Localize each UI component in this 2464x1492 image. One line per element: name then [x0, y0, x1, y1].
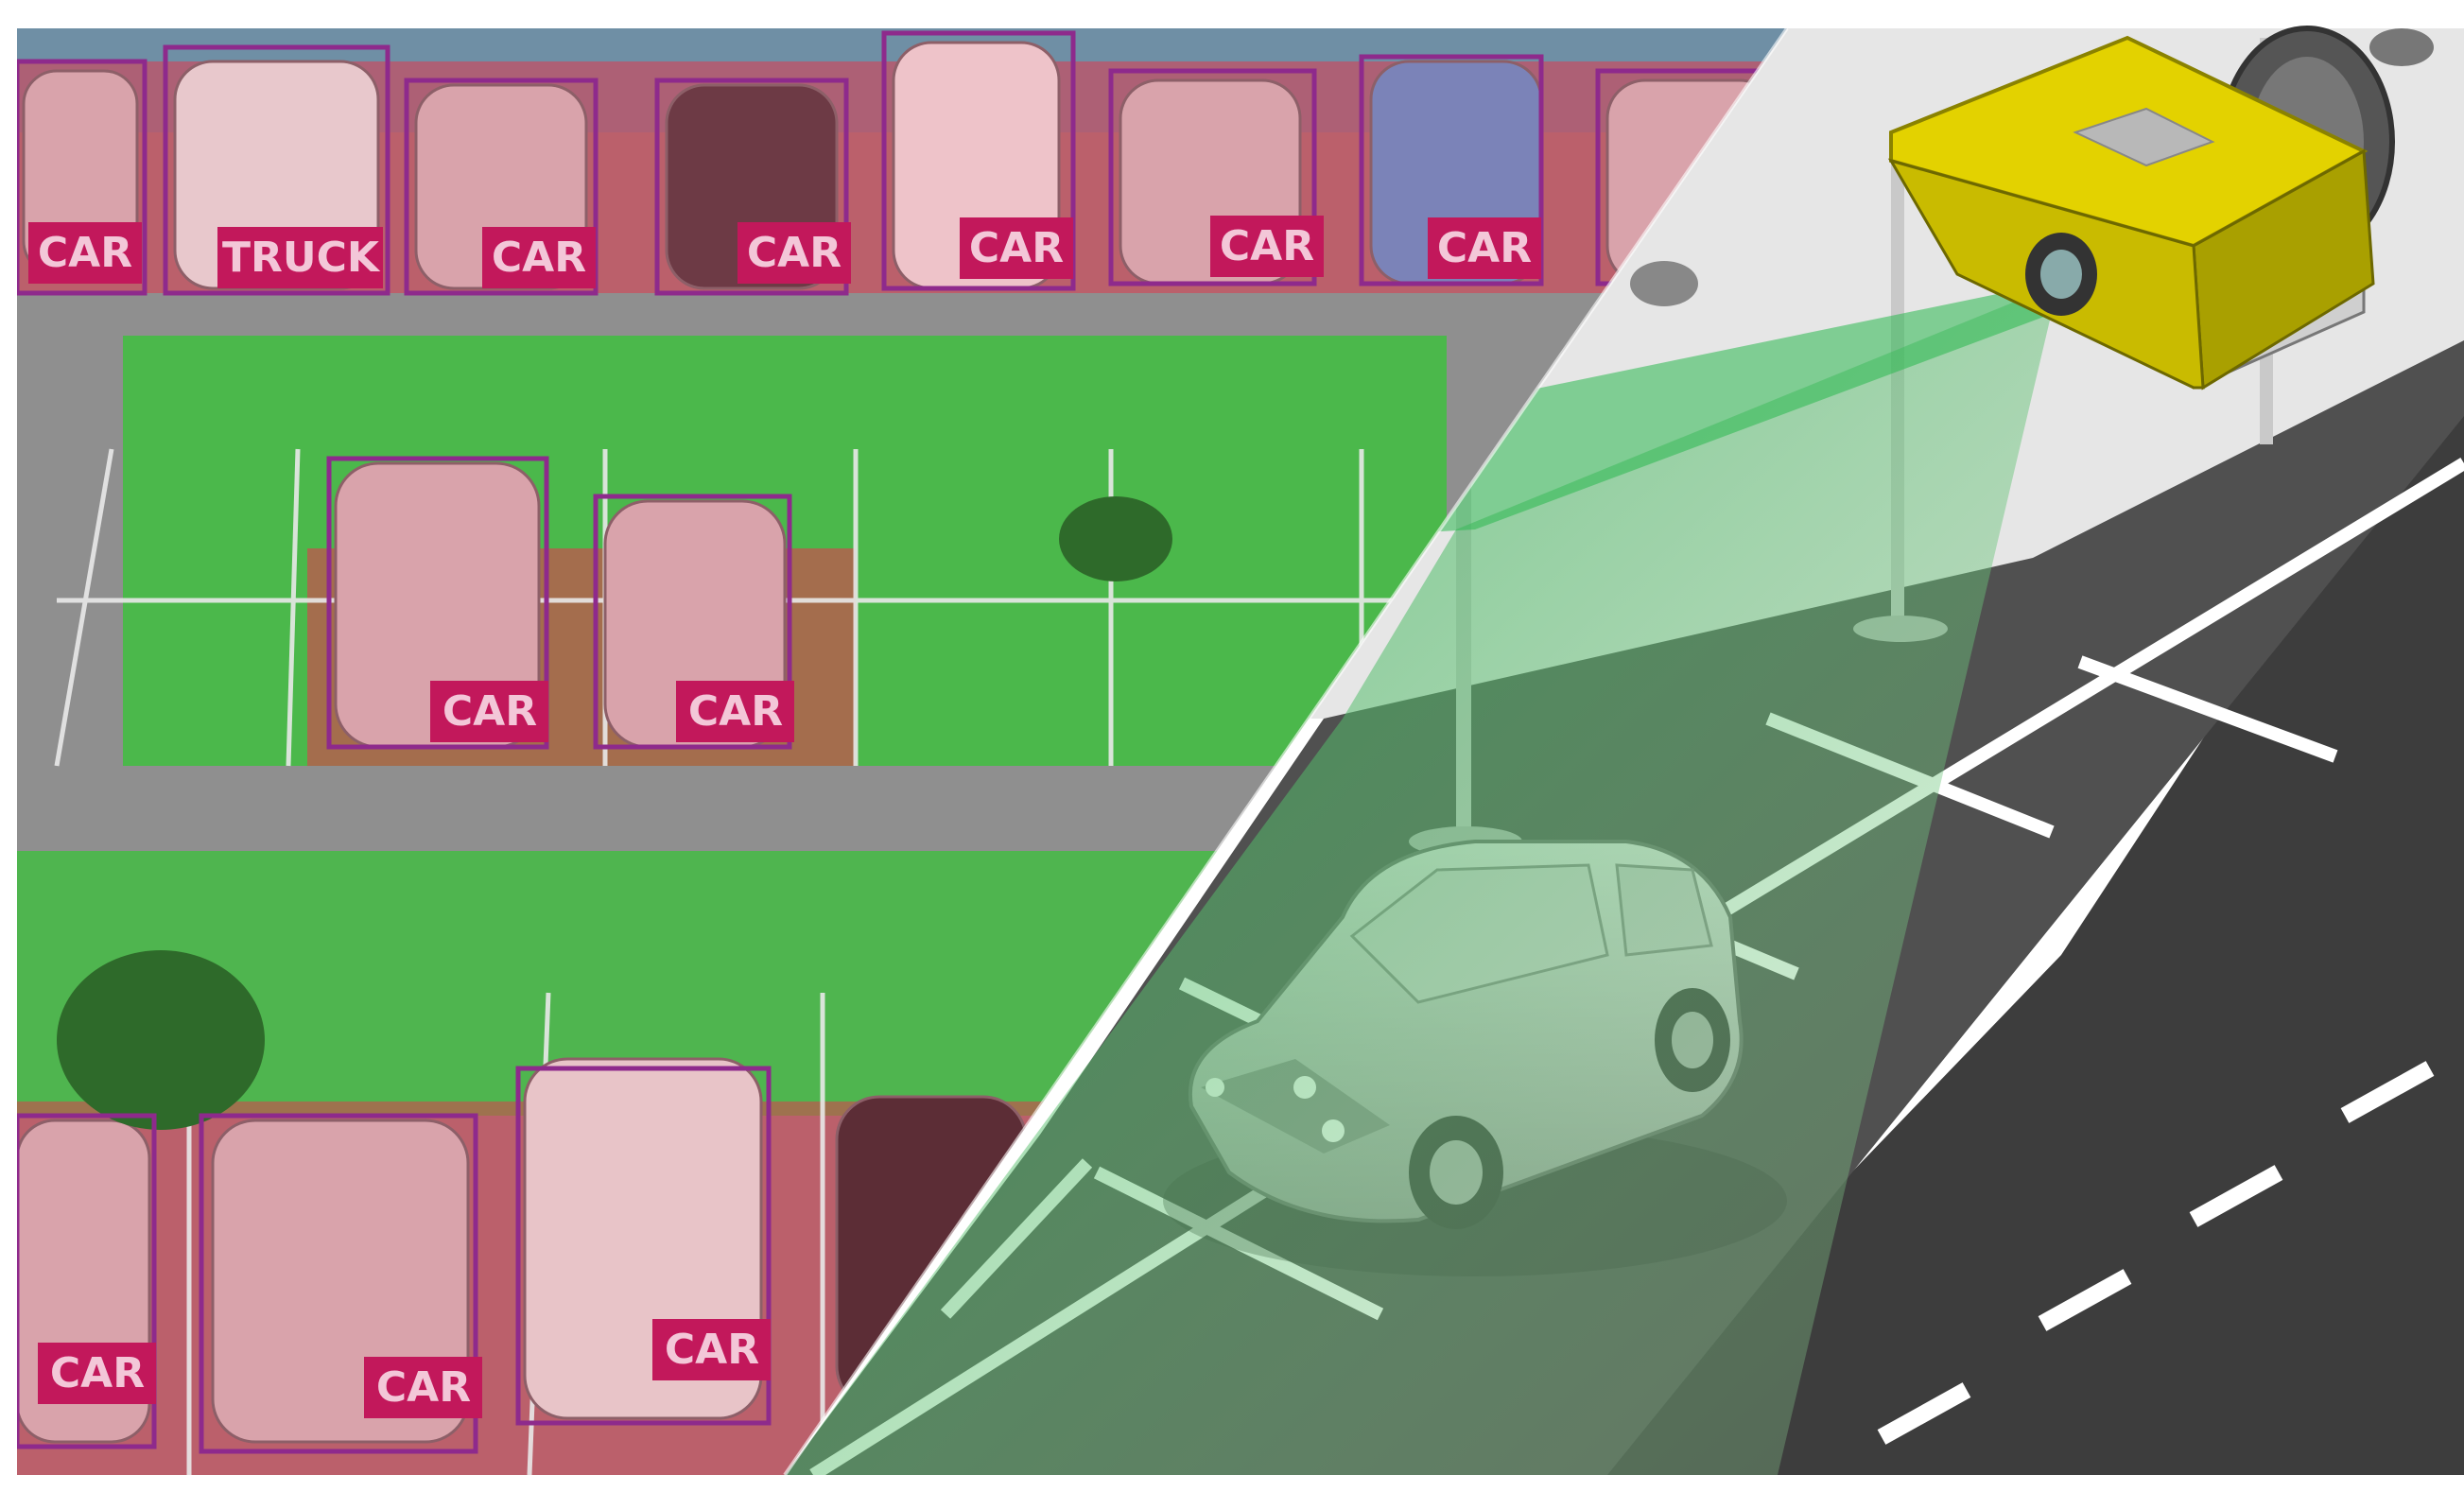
detection-boxes [17, 30, 1787, 1454]
detection-tag: CAR [482, 227, 596, 288]
detection-tag: CAR [960, 217, 1073, 279]
lane-dashes [1877, 1061, 2435, 1445]
parking-camera-icon [1887, 26, 2395, 390]
detection-label: CAR [1220, 222, 1314, 270]
detection-label: CAR [492, 234, 586, 282]
detection-labels: CAR TRUCK CAR CAR CAR CAR CAR CAR [28, 216, 1541, 1418]
detection-label: CAR [442, 687, 537, 736]
camera-beam [785, 279, 2071, 1475]
detection-tag: CAR [364, 1357, 482, 1418]
detection-tag: CAR [652, 1319, 771, 1380]
split-edge [783, 26, 1789, 1477]
detection-tag: CAR [1210, 216, 1324, 277]
detection-tag: CAR [38, 1343, 156, 1404]
detection-tag: CAR [1428, 217, 1541, 279]
detection-label: CAR [747, 229, 842, 277]
detection-label: CAR [665, 1326, 759, 1374]
detection-tag: TRUCK [217, 227, 383, 288]
detection-label: CAR [50, 1349, 145, 1397]
detection-label: CAR [969, 224, 1064, 272]
detection-label: CAR [688, 687, 783, 736]
detection-tag: CAR [737, 222, 851, 284]
detection-tag: CAR [430, 681, 548, 742]
detection-label: CAR [376, 1363, 471, 1412]
detection-tag: CAR [676, 681, 794, 742]
bush [57, 496, 1172, 1130]
detection-label: CAR [38, 229, 132, 277]
detection-label: CAR [1437, 224, 1532, 272]
detection-label: TRUCK [222, 234, 381, 282]
detection-tag: CAR [28, 222, 142, 284]
